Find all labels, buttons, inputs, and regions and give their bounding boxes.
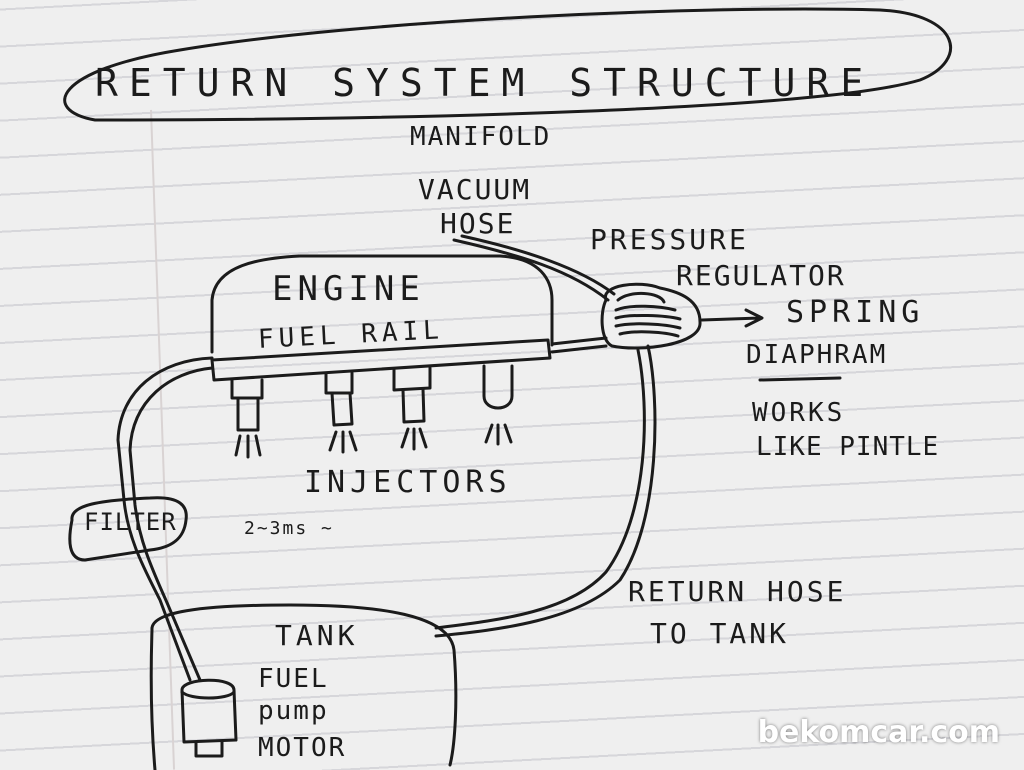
- diaphragm-underline: [758, 376, 842, 382]
- injector-3: [392, 366, 432, 451]
- tank-outline: [149, 603, 458, 770]
- title-ellipse: [63, 7, 952, 122]
- label-engine: ENGINE: [272, 269, 425, 309]
- injector-4: [482, 364, 514, 446]
- label-filter: FILTER: [84, 508, 177, 536]
- label-works: WORKS: [752, 398, 846, 428]
- label-motor: MOTOR: [258, 733, 347, 763]
- label-pump: pump: [258, 696, 329, 726]
- label-spring: SPRING: [786, 295, 925, 330]
- label-like-pintle: LIKE PINTLE: [756, 432, 940, 462]
- label-tank: TANK: [275, 619, 359, 652]
- injector-2: [324, 371, 358, 454]
- label-fuel: FUEL: [258, 664, 329, 694]
- label-pressure: PRESSURE: [590, 223, 749, 256]
- fuel-pump-motor: [180, 678, 238, 758]
- label-manifold: MANIFOLD: [410, 122, 552, 152]
- label-injectors: INJECTORS: [304, 465, 512, 500]
- engine-outline: [210, 254, 554, 354]
- label-vacuum: VACUUM: [418, 173, 532, 206]
- fuel-rail: [210, 338, 552, 382]
- diagram-title: RETURN SYSTEM STRUCTURE: [95, 61, 875, 105]
- vacuum-hose: [452, 234, 616, 302]
- watermark: bekomcar.com: [757, 715, 1000, 750]
- feed-line: [116, 356, 214, 682]
- label-timing: 2~3ms ~: [244, 518, 334, 539]
- filter-box: [68, 496, 188, 562]
- label-to-tank: TO TANK: [650, 617, 790, 650]
- label-regulator: REGULATOR: [676, 259, 846, 292]
- injector-1: [230, 378, 264, 459]
- pressure-regulator: [600, 282, 702, 350]
- label-return-hose: RETURN HOSE: [628, 575, 847, 608]
- label-hose: HOSE: [440, 207, 516, 240]
- spring-arrow: [700, 308, 764, 328]
- rail-to-regulator-line: [550, 336, 608, 354]
- return-hose: [434, 344, 657, 638]
- label-diaphragm: DIAPHRAM: [746, 340, 888, 370]
